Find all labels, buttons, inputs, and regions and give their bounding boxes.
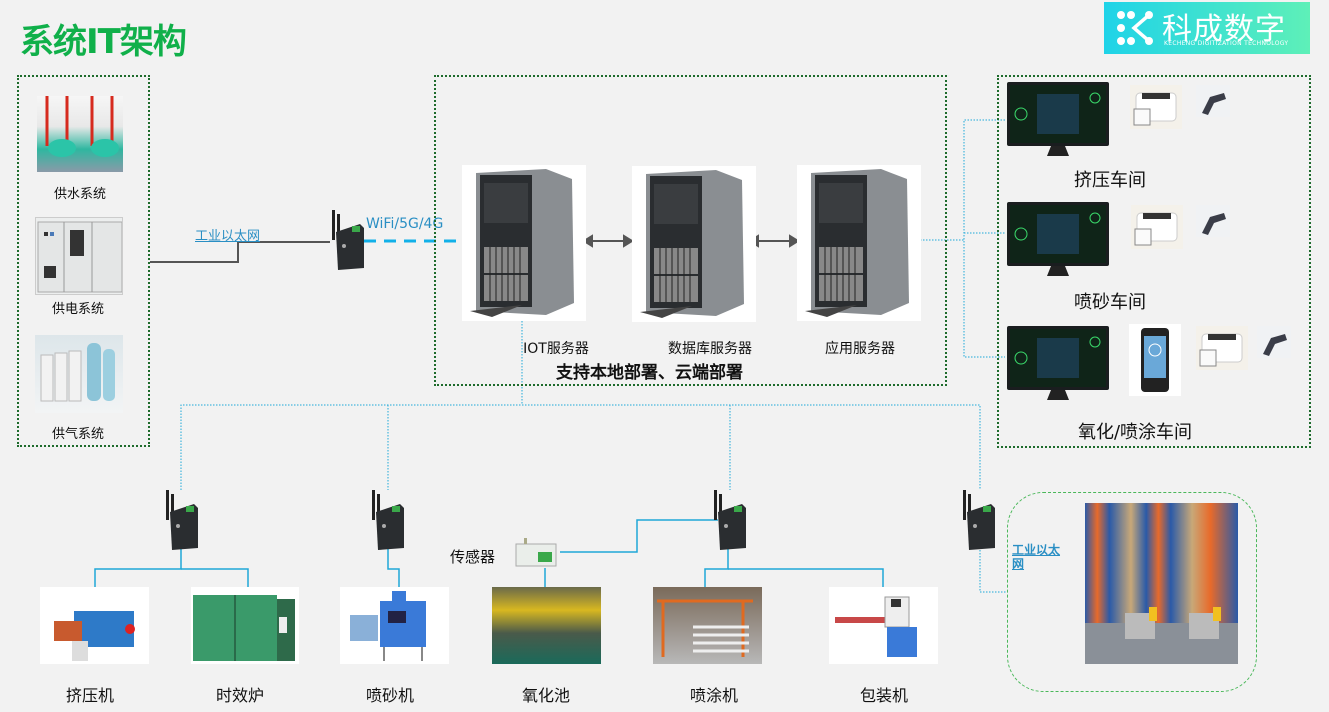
warehouse-ethernet-label: 工业以太网 [1012, 543, 1061, 571]
logo-name-cn: 科成数字 [1162, 12, 1286, 47]
iot-server-icon [462, 165, 586, 321]
database-server-label: 数据库服务器 [668, 341, 752, 357]
logo-name-en: KECHENG DIGITIZATION TECHNOLOGY [1164, 40, 1289, 47]
workshop-2-monitor-icon [1007, 202, 1111, 282]
power-supply-image [35, 217, 123, 295]
server-group [434, 75, 947, 386]
sandblaster-label: 喷砂机 [365, 686, 414, 705]
utilities-ethernet-link [150, 241, 330, 263]
workshop-2-label-printer-icon [1131, 205, 1183, 249]
application-server-label: 应用服务器 [825, 341, 895, 357]
workshop-2-label: 喷砂车间 [1074, 292, 1146, 313]
water-supply-label: 供水系统 [53, 187, 106, 202]
field-router-1-icon [164, 490, 198, 550]
company-logo: 科成数字 KECHENG DIGITIZATION TECHNOLOGY [1104, 2, 1310, 54]
deployment-note: 支持本地部署、云端部署 [556, 363, 743, 383]
packaging-machine-image [829, 587, 938, 664]
field-router-2-icon [370, 490, 404, 550]
iot-server-label: IOT服务器 [523, 341, 589, 357]
workshop-1-monitor-icon [1007, 82, 1111, 162]
workshop-3-handheld-pda-icon [1129, 324, 1181, 396]
gas-supply-label: 供气系统 [51, 427, 104, 442]
workshop-3-monitor-icon [1007, 326, 1111, 406]
workshop-3-barcode-scanner-icon [1257, 326, 1291, 358]
page-title: 系统IT架构 [20, 22, 187, 62]
utilities-group [17, 75, 150, 447]
database-server-icon [632, 166, 756, 322]
gateway-router-icon [330, 210, 364, 270]
wireless-label: WiFi/5G/4G [366, 216, 444, 232]
gas-supply-image [35, 335, 123, 413]
field-router-4-icon [961, 490, 995, 550]
sensor-icon [514, 538, 560, 570]
extruder-image [40, 587, 149, 664]
workshop-1-barcode-scanner-icon [1196, 85, 1230, 117]
spray-coater-image [653, 587, 762, 664]
warehouse-group [1007, 492, 1257, 692]
workshops-group [997, 75, 1311, 448]
anodizing-tank-image [492, 587, 601, 664]
spray-coater-label: 喷涂机 [689, 686, 738, 705]
utilities-ethernet-label: 工业以太网 [195, 229, 261, 244]
aging-furnace-image [191, 587, 299, 664]
water-supply-image [37, 96, 123, 172]
aging-furnace-label: 时效炉 [215, 686, 264, 705]
application-server-icon [797, 165, 921, 321]
sensor-label: 传感器 [450, 548, 496, 566]
extruder-label: 挤压机 [65, 686, 114, 705]
sandblaster-image [340, 587, 449, 664]
workshop-1-label-printer-icon [1130, 85, 1182, 129]
workshop-1-label: 挤压车间 [1074, 170, 1146, 191]
anodizing-tank-label: 氧化池 [521, 686, 570, 705]
field-router-3-icon [712, 490, 746, 550]
automated-warehouse-image [1085, 503, 1238, 664]
workshop-3-label: 氧化/喷涂车间 [1077, 422, 1193, 443]
packaging-machine-label: 包装机 [859, 686, 908, 705]
workshop-2-barcode-scanner-icon [1196, 205, 1230, 237]
logo-mark-icon [1117, 11, 1153, 45]
workshop-3-label-printer-icon [1196, 326, 1248, 370]
power-supply-label: 供电系统 [51, 302, 104, 317]
